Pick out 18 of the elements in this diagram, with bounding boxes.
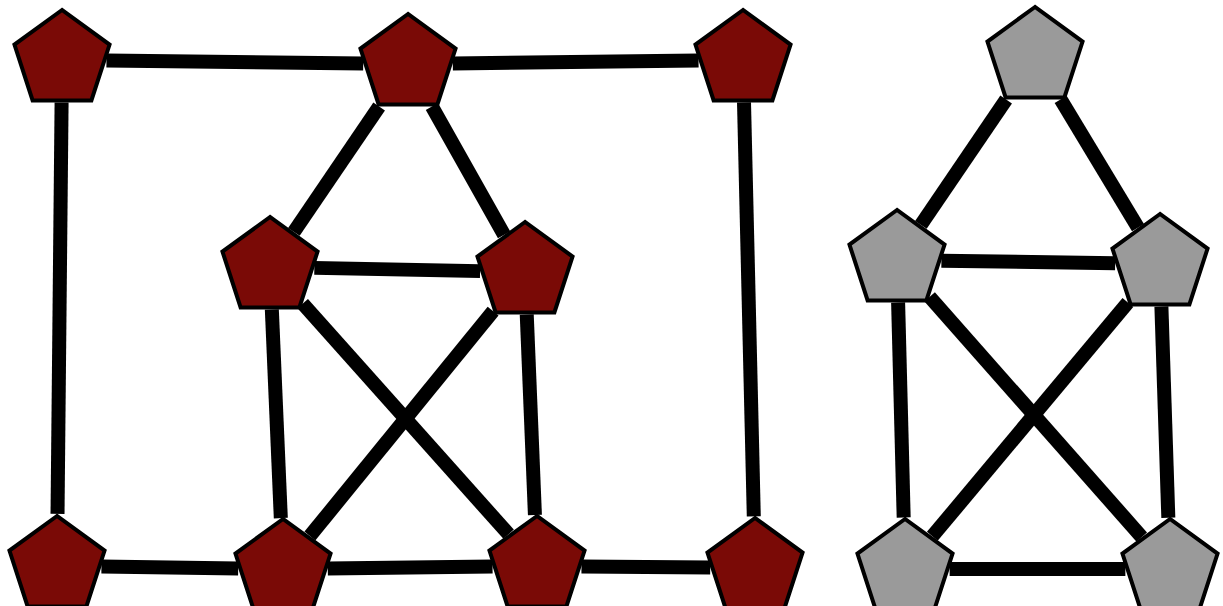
edge-line: [1054, 95, 1144, 232]
edge-line: [314, 260, 481, 279]
edge-line: [915, 95, 1012, 229]
edge-line: [50, 102, 69, 514]
edge-line: [101, 559, 239, 576]
edge-line: [1154, 306, 1176, 518]
edge-line: [452, 53, 699, 71]
edge-line: [519, 314, 542, 516]
edge-line: [106, 53, 364, 71]
edge-line: [949, 562, 1126, 576]
edge-line: [581, 559, 711, 575]
edge-line: [737, 102, 761, 517]
edge-line: [264, 309, 288, 519]
edge-line: [327, 559, 493, 576]
edge-line: [288, 102, 385, 236]
edge-line: [425, 103, 511, 239]
edge-line: [891, 302, 911, 518]
edge-line: [941, 253, 1116, 271]
